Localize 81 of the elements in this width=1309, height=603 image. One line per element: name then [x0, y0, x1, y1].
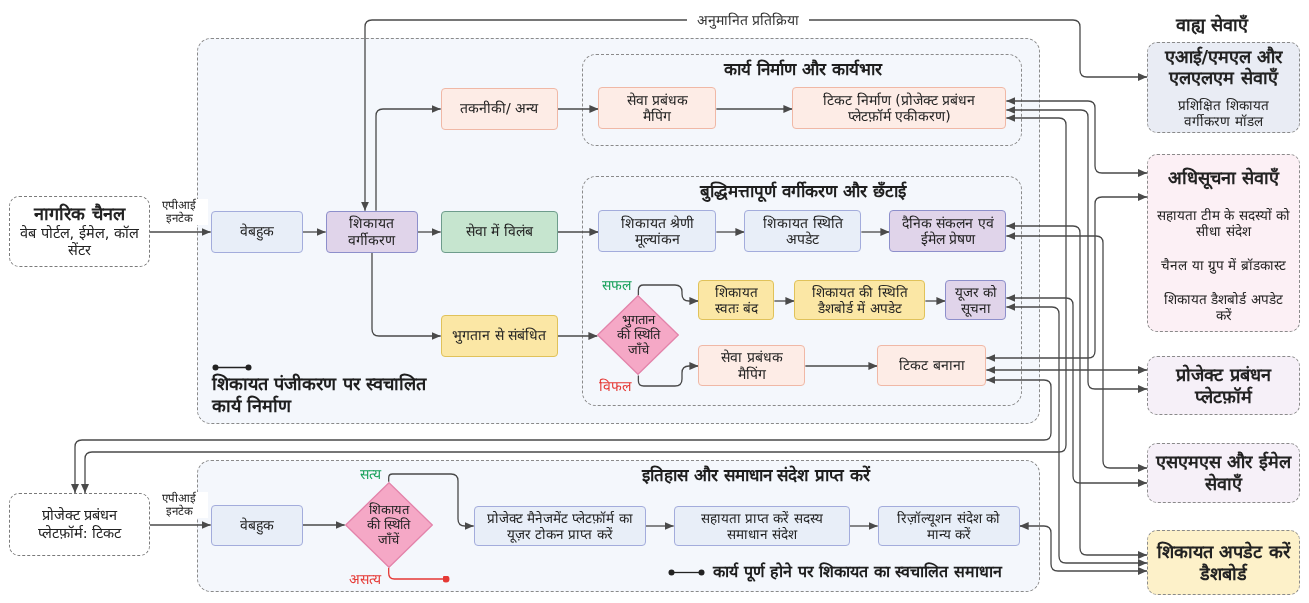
- description: वेब पोर्टल, ईमेल, कॉल सेंटर: [18, 224, 140, 260]
- process-box: टिकट बनाना: [877, 345, 987, 387]
- decision-label: शिकायत की स्थिति जाँचें: [366, 502, 412, 548]
- connector-line: [388, 567, 450, 583]
- process-box: यूजर को सूचना: [945, 280, 1007, 321]
- arrow: [149, 521, 212, 529]
- arrow: [1005, 222, 1148, 559]
- process-box: सेवा प्रबंधक मैपिंग: [698, 345, 806, 387]
- arrow: [1019, 522, 1148, 575]
- group-panel: [197, 38, 1040, 424]
- edge-label: विफल: [596, 378, 634, 395]
- arrow: [637, 284, 700, 305]
- arrow: [371, 252, 442, 340]
- service-box: शिकायत अपडेट करें डैशबोर्ड: [1147, 530, 1300, 595]
- note-text: कार्य पूर्ण होने पर शिकायत का स्वचालित समाधान: [713, 562, 1004, 582]
- arrow: [985, 193, 1148, 362]
- process-box: वेबहुक: [210, 210, 303, 253]
- heading: एआई/एमएल और एलएलएम सेवाएँ: [1163, 45, 1284, 89]
- decision-label: भुगतान की स्थिति जाँचे: [615, 312, 662, 358]
- heading: नागरिक चैनल: [34, 203, 125, 225]
- arrow: [1005, 106, 1148, 393]
- group-panel: [197, 460, 1040, 592]
- service-box: प्रोजेक्ट प्रबंधन प्लेटफ़ॉर्म: [1147, 356, 1300, 415]
- arrow: [860, 228, 891, 236]
- decision-diamond: [597, 295, 680, 376]
- arrow: [1005, 294, 1148, 487]
- note-text: शिकायत पंजीकरण पर स्वचालित कार्य निर्माण: [212, 373, 428, 417]
- process-box: शिकायत की स्थिति डैशबोर्ड में अपडेट: [794, 280, 926, 321]
- arrow: [375, 105, 442, 212]
- description: प्रशिक्षित शिकायत वर्गीकरण मॉडल: [1177, 96, 1270, 130]
- process-box: दैनिक संकलन एवं ईमेल प्रेषण: [889, 210, 1007, 253]
- arrow: [557, 105, 600, 113]
- source-box: प्रोजेक्ट प्रबंधन प्लेटफ़ॉर्म: टिकट: [9, 493, 150, 556]
- arrow: [645, 522, 675, 530]
- process-box: प्रोजेक्ट मैनेजमेंट प्लेटफ़ॉर्म का यूज़र टोकन प्राप्त करें: [473, 505, 646, 546]
- service-box: एसएमएस और ईमेल सेवाएँ: [1147, 443, 1300, 503]
- arrow: [557, 228, 600, 236]
- arrow: [557, 332, 599, 340]
- description: शिकायत डैशबोर्ड अपडेट करें: [1163, 291, 1284, 324]
- panel-heading: इतिहास और समाधान संदेश प्राप्त करें: [640, 465, 872, 486]
- arrow: [985, 366, 1148, 374]
- arrow: [849, 522, 879, 530]
- process-box: टिकट निर्माण (प्रोजेक्ट प्रबंधन प्लेटफ़ॉर्म एकीकरण): [792, 87, 1007, 130]
- arrow: [773, 297, 796, 305]
- service-box: [1147, 154, 1300, 332]
- arrow: [302, 228, 327, 236]
- panel-heading: कार्य निर्माण और कार्यभार: [722, 58, 884, 80]
- process-box: वेबहुक: [210, 504, 303, 546]
- process-box: शिकायत स्वतः बंद: [698, 280, 775, 321]
- arrow: [71, 376, 1052, 494]
- arrow: [1005, 97, 1148, 177]
- group-panel: [581, 175, 1022, 406]
- arrow: [149, 228, 212, 236]
- arrow: [1005, 303, 1148, 567]
- process-box: भुगतान से संबंधित: [440, 314, 558, 357]
- process-box: सेवा में विलंब: [440, 210, 558, 253]
- source-box: [9, 196, 150, 267]
- description: सहायता टीम के सदस्यों को सीधा संदेश: [1156, 206, 1291, 239]
- arrow: [388, 473, 475, 530]
- process-box: सहायता प्राप्त करें सदस्य समाधान संदेश: [673, 505, 850, 546]
- arrow: [804, 362, 879, 370]
- arrow: [715, 105, 794, 113]
- process-box: शिकायत वर्गीकरण: [325, 210, 418, 253]
- process-box: रिज़ॉल्यूशन संदेश को मान्य करें: [877, 505, 1020, 546]
- edge-label: अनुमानित प्रतिक्रिया: [687, 12, 810, 29]
- description: चैनल या ग्रुप में ब्रॉडकास्ट: [1161, 256, 1286, 274]
- decision-diamond: [344, 481, 433, 568]
- process-box: शिकायत स्थिति अपडेट: [744, 210, 862, 253]
- arrow: [302, 521, 346, 529]
- process-box: सेवा प्रबंधक मैपिंग: [598, 87, 717, 130]
- arrow: [1005, 232, 1148, 472]
- arrow: [924, 297, 947, 305]
- arrow: [637, 362, 700, 387]
- arrow: [715, 228, 746, 236]
- arrow: [417, 228, 442, 236]
- process-box: तकनीकी/ अन्य: [440, 87, 558, 130]
- group-panel: [581, 53, 1022, 146]
- panel-heading: बुद्धिमत्तापूर्ण वर्गीकरण और छँटाई: [698, 180, 908, 202]
- process-box: शिकायत श्रेणी मूल्यांकन: [598, 210, 717, 253]
- service-box: [1147, 42, 1300, 133]
- heading: अधिसूचना सेवाएँ: [1167, 167, 1280, 189]
